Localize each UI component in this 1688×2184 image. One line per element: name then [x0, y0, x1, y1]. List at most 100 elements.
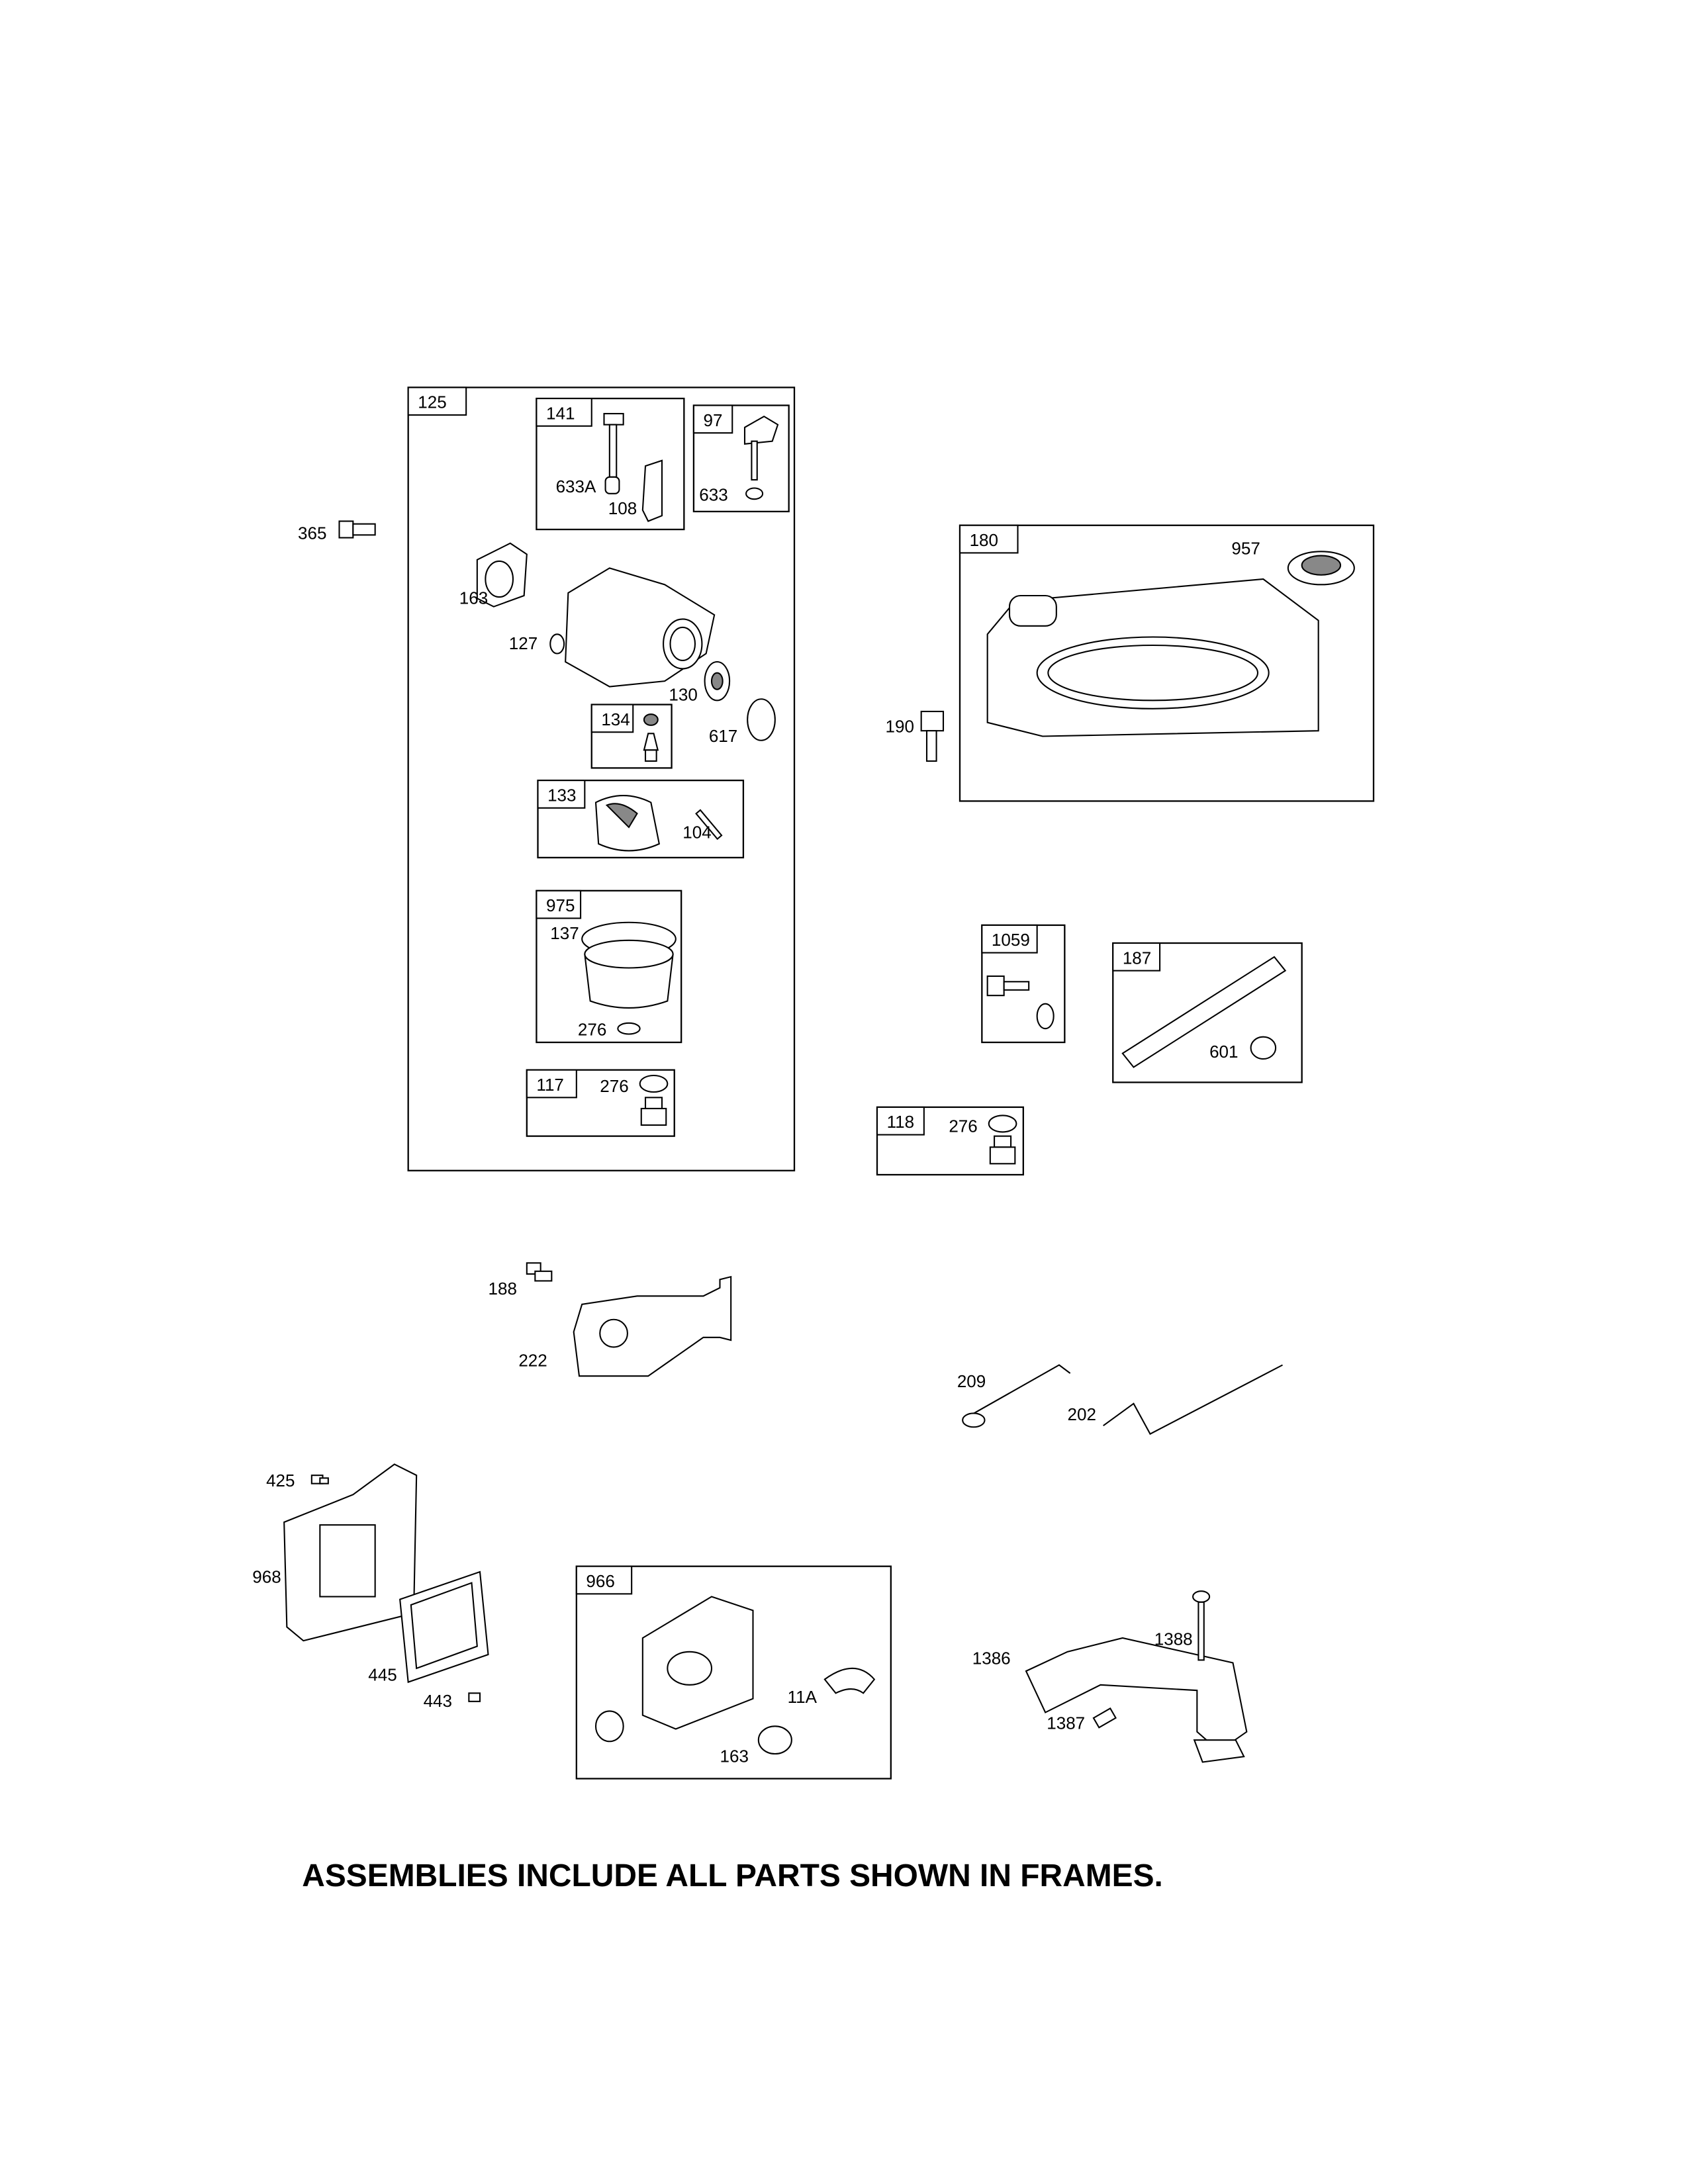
- assembly-frame-134: 134: [590, 704, 673, 769]
- frame-border: [407, 387, 796, 1171]
- part-callout: 617: [709, 726, 737, 746]
- frame-tag-box: [536, 889, 582, 919]
- assembly-frame-975: 975: [536, 889, 682, 1044]
- carburetor-966-part: [594, 1596, 754, 1743]
- spring-1387-part: [1092, 1707, 1117, 1729]
- frame-label: 187: [1123, 948, 1151, 968]
- part-callout: 163: [459, 588, 488, 608]
- frame-tag-box: [590, 704, 634, 733]
- part-callout: 445: [368, 1665, 397, 1685]
- air-filter-445-part: [399, 1570, 489, 1684]
- frame-label: 117: [536, 1075, 564, 1095]
- part-callout: 425: [266, 1471, 295, 1490]
- frame-border: [526, 1069, 675, 1137]
- part-callout: 188: [489, 1279, 517, 1298]
- part-callout: 190: [886, 716, 914, 736]
- gasket-163b-part: [757, 1725, 792, 1755]
- bracket-222-part: [573, 1275, 732, 1377]
- frame-label: 975: [546, 895, 575, 915]
- fuel-line-187-part: [1121, 956, 1287, 1068]
- frame-label: 133: [547, 785, 576, 805]
- frame-tag-box: [575, 1565, 633, 1595]
- assembly-frame-97: 97: [692, 404, 790, 513]
- part-callout: 957: [1231, 538, 1260, 558]
- part-callout: 633A: [556, 477, 596, 496]
- frame-border: [536, 397, 685, 531]
- governor-lever-1386-part: [1025, 1637, 1248, 1763]
- footer-note: ASSEMBLIES INCLUDE ALL PARTS SHOWN IN FR…: [302, 1858, 1163, 1893]
- part-callout: 276: [600, 1076, 628, 1096]
- frame-label: 966: [586, 1571, 614, 1591]
- carburetor-part: [565, 567, 716, 688]
- frame-tag-box: [537, 780, 586, 809]
- gasket-163-part: [476, 542, 528, 608]
- screw-443-part: [468, 1692, 481, 1702]
- part-callout: 443: [424, 1691, 452, 1711]
- frame-border: [692, 404, 790, 513]
- pin-104-part: [695, 809, 723, 841]
- screw-425-part: [310, 1475, 329, 1484]
- part-callout: 163: [720, 1747, 749, 1766]
- frame-label: 180: [970, 530, 998, 550]
- frame-border: [876, 1106, 1024, 1176]
- frame-border: [959, 524, 1375, 802]
- assembly-frame-187: 187: [1112, 942, 1303, 1083]
- throttle-shaft-part: [603, 412, 663, 522]
- o-ring-617-part: [747, 698, 776, 741]
- parts-illustrations: [283, 412, 1355, 1763]
- needle-134-part: [643, 713, 659, 762]
- frame-border: [1112, 942, 1303, 1083]
- frame-tag-box: [407, 387, 467, 416]
- part-callout: 968: [252, 1567, 281, 1587]
- frame-label: 125: [418, 392, 446, 412]
- frame-label: 141: [546, 403, 575, 423]
- frame-label: 118: [887, 1112, 914, 1132]
- assembly-frame-125: 125: [407, 387, 796, 1171]
- screw-190-part: [920, 710, 945, 762]
- bolt-118-part: [988, 1115, 1017, 1165]
- part-callout: 104: [682, 823, 711, 842]
- plate-130-part: [704, 660, 731, 702]
- part-callout: 276: [949, 1116, 977, 1136]
- frame-label: 1059: [992, 930, 1030, 950]
- frame-border: [536, 889, 682, 1044]
- frame-tag-box: [526, 1069, 577, 1099]
- frame-tag-box: [692, 404, 733, 434]
- part-callout: 11A: [788, 1687, 818, 1707]
- bowl-975-part: [581, 921, 677, 1035]
- part-callout: 633: [699, 484, 727, 504]
- part-callout: 601: [1209, 1042, 1238, 1062]
- bolt-1388-part: [1192, 1590, 1211, 1661]
- assembly-frame-118: 118: [876, 1106, 1024, 1176]
- part-callout: 127: [509, 633, 538, 653]
- frame-border: [575, 1565, 892, 1780]
- part-callout: 1386: [972, 1649, 1011, 1668]
- part-callout: 137: [550, 923, 579, 943]
- screw-188-part: [526, 1262, 553, 1282]
- part-callout: 130: [669, 684, 697, 704]
- frame-tag-box: [959, 524, 1019, 554]
- part-callout: 276: [578, 1020, 606, 1040]
- part-callout: 365: [298, 523, 326, 543]
- assembly-frame-133: 133: [537, 780, 745, 858]
- spring-209-part: [962, 1364, 1071, 1428]
- assembly-frame-180: 180: [959, 524, 1375, 802]
- frame-tag-box: [876, 1106, 925, 1136]
- elbow-11a-part: [823, 1667, 876, 1694]
- callouts-layer: 365163127130617104137276276633A108633957…: [252, 477, 1260, 1766]
- float-133-part: [594, 795, 661, 852]
- bolt-117-part: [639, 1074, 669, 1126]
- bolt-1059-part: [986, 975, 1055, 1030]
- part-callout: 202: [1068, 1404, 1096, 1424]
- frames-layer: 125 141 97 134 133 975 117 180 1059 187 118 966: [407, 387, 1375, 1780]
- frame-label: 134: [601, 709, 630, 729]
- screw-365-part: [338, 520, 376, 539]
- fuel-cap-957-part: [1287, 551, 1355, 586]
- air-cleaner-base-968-part: [283, 1463, 418, 1642]
- link-202-part: [1103, 1364, 1283, 1435]
- frame-label: 97: [704, 410, 723, 430]
- fuel-tank-part: [986, 578, 1319, 737]
- assembly-frame-117: 117: [526, 1069, 675, 1137]
- assembly-frame-1059: 1059: [981, 924, 1066, 1044]
